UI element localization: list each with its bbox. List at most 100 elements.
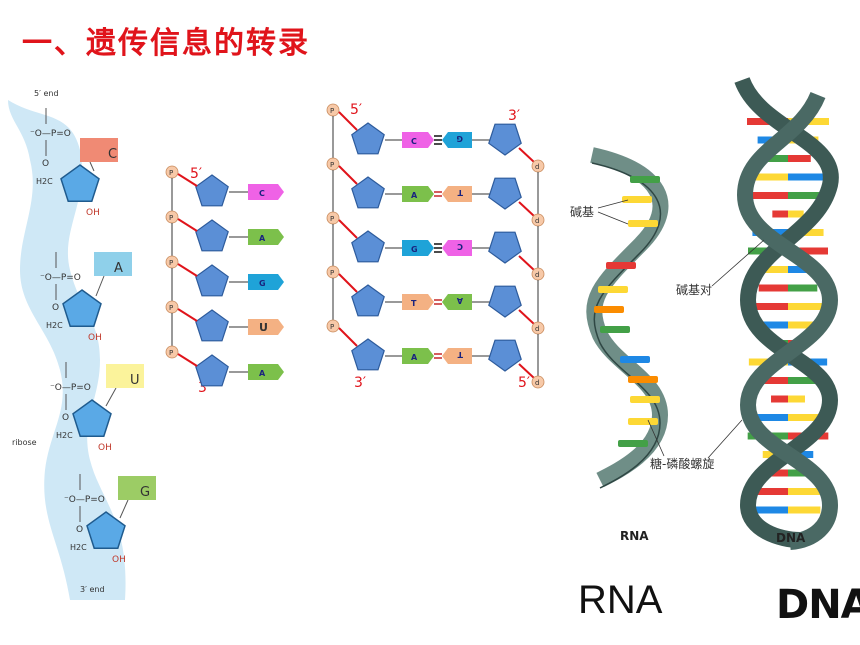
left-bond xyxy=(338,273,358,293)
dna-base-half xyxy=(751,192,788,199)
phosphodiester-bond xyxy=(177,173,198,187)
left-sugar xyxy=(351,230,385,263)
right-base xyxy=(442,294,472,310)
phosphodiester-bond xyxy=(177,353,198,367)
oh-label: OH xyxy=(98,443,112,453)
right-bond xyxy=(518,201,535,217)
rna-helix-edge xyxy=(591,162,661,489)
oh-label: OH xyxy=(88,333,102,343)
dna-base-half xyxy=(771,395,788,403)
deoxy-letter: d xyxy=(535,163,539,171)
right-base-letter: T xyxy=(457,350,463,359)
base-block xyxy=(248,364,278,380)
dna-base-half xyxy=(788,247,828,255)
dna-base-half xyxy=(788,321,820,329)
base-box xyxy=(94,252,132,276)
phosphate-circle xyxy=(165,345,179,359)
ladder-bottom-left: 3′ xyxy=(354,375,366,391)
dna-base-half xyxy=(788,506,821,514)
phosphate-symbol: ⁻O—P=O xyxy=(50,383,91,393)
ribose-ring xyxy=(72,399,112,437)
oxygen-symbol: O xyxy=(76,525,83,535)
rna-base-bar xyxy=(594,306,624,313)
right-base-letter: C xyxy=(457,242,463,251)
deoxy-circle xyxy=(531,375,545,389)
page-title: 一、遗传信息的转录 xyxy=(22,26,310,61)
base-block xyxy=(248,184,278,200)
rna-base-bar xyxy=(598,286,628,293)
pair-label: 碱基对 xyxy=(676,283,712,297)
base-box xyxy=(80,138,118,162)
sugar-pentagon xyxy=(195,309,229,342)
base-box xyxy=(118,476,156,500)
dna-base-half xyxy=(755,506,788,514)
right-sugar xyxy=(488,177,522,210)
backbone-pointer xyxy=(647,419,665,457)
ladder-bottom-right: 5′ xyxy=(518,375,530,391)
base-link xyxy=(89,161,95,172)
right-base xyxy=(442,132,472,148)
left-bond xyxy=(338,219,358,239)
oxygen-symbol: O xyxy=(62,413,69,423)
strand-nucleotide: PC xyxy=(165,165,284,211)
dna-base-half xyxy=(788,173,828,181)
left-base-letter: A xyxy=(411,353,418,362)
left-base-letter: A xyxy=(411,191,418,200)
dna-helix-strand-b xyxy=(736,91,839,550)
dna-helix-strand-a xyxy=(734,76,839,548)
dna-base-half xyxy=(772,210,788,218)
right-sugar xyxy=(488,285,522,318)
dna-base-half xyxy=(753,414,788,421)
base-block-tip xyxy=(278,364,284,380)
strand-nucleotide: PU xyxy=(165,300,284,346)
phosphate-letter: P xyxy=(169,259,173,267)
right-base xyxy=(442,186,472,202)
left-base-tip xyxy=(428,132,434,148)
rna-base-bar xyxy=(630,176,660,183)
deoxy-letter: d xyxy=(535,379,539,387)
three-end-label: 3′ end xyxy=(80,585,105,594)
phosphate-letter: P xyxy=(330,161,334,169)
rna-base-bar xyxy=(620,356,650,363)
oxygen-symbol: O xyxy=(42,159,49,169)
chain-background xyxy=(8,100,126,600)
phosphate-letter: P xyxy=(169,304,173,312)
base-letter: A xyxy=(259,234,266,243)
right-bond xyxy=(518,147,535,163)
phosphate-circle xyxy=(326,319,340,333)
sugar-pentagon xyxy=(195,174,229,207)
left-bond xyxy=(338,111,358,131)
deoxy-letter: d xyxy=(535,271,539,279)
dna-helix: 碱基对 DNA xyxy=(676,76,839,550)
right-base xyxy=(442,348,472,364)
rna-base-bar xyxy=(628,418,658,425)
phosphate-letter: P xyxy=(330,269,334,277)
dna-caption: DNA xyxy=(776,582,860,628)
base-link xyxy=(119,499,129,519)
base-block xyxy=(248,274,278,290)
rna-helix-caption: RNA xyxy=(620,529,649,543)
right-sugar xyxy=(488,231,522,264)
base-letter: A xyxy=(114,261,123,276)
left-base-letter: C xyxy=(411,137,417,146)
base-letter: U xyxy=(130,373,140,388)
dna-helix-caption: DNA xyxy=(776,531,806,545)
phosphate-symbol: ⁻O—P=O xyxy=(40,273,81,283)
right-sugar xyxy=(488,123,522,156)
base-letter: G xyxy=(259,279,266,288)
phosphate-letter: P xyxy=(330,323,334,331)
strand-nucleotide: PA xyxy=(165,345,284,387)
base-link xyxy=(105,387,117,407)
pair-pointer xyxy=(711,239,765,287)
phosphodiester-bond xyxy=(177,308,198,322)
base-link xyxy=(95,275,105,297)
strand-nucleotide: PG xyxy=(165,255,284,301)
base-pair-row: P T Ad xyxy=(326,265,545,376)
deoxy-letter: d xyxy=(535,217,539,225)
base-letter: C xyxy=(108,147,117,162)
base-letter: C xyxy=(259,189,265,198)
base-block xyxy=(248,229,278,245)
rna-chemical-chain: 5′ end 3′ end ribose ⁻O—P=OOH2COHC⁻O—P=O… xyxy=(8,89,156,600)
